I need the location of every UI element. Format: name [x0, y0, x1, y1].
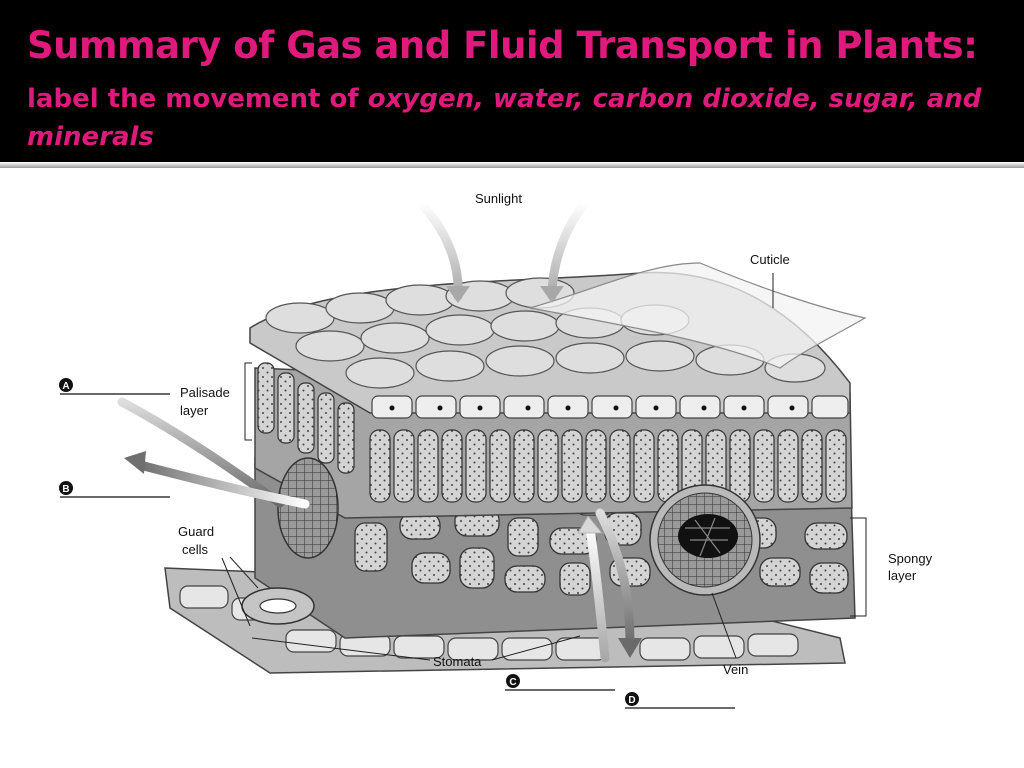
cuticle-label: Cuticle [750, 252, 790, 267]
marker-b: B [59, 481, 73, 495]
stomata-label: Stomata [433, 654, 482, 669]
guard-cells-stoma [242, 588, 314, 624]
sunlight-label: Sunlight [475, 191, 522, 206]
guard-cells-label-line2: cells [182, 542, 209, 557]
marker-a-label: A [62, 381, 69, 392]
marker-d: D [625, 692, 639, 706]
marker-c-label: C [509, 677, 516, 688]
palisade-label-line1: Palisade [180, 385, 230, 400]
marker-d-label: D [628, 695, 635, 706]
vein-vascular-bundle [650, 485, 760, 595]
slide-title: Summary of Gas and Fluid Transport in Pl… [27, 24, 977, 67]
palisade-label-line2: layer [180, 403, 209, 418]
marker-c: C [506, 674, 520, 688]
guard-cells-label-line1: Guard [178, 524, 214, 539]
slide-header: Summary of Gas and Fluid Transport in Pl… [0, 0, 1024, 162]
marker-b-label: B [62, 484, 69, 495]
subtitle-lead: label the movement of [27, 84, 359, 114]
leaf-cross-section-diagram: A B C D Sunlight Cuticle Palisade layer … [0, 168, 1024, 768]
spongy-label-line1: Spongy [888, 551, 933, 566]
slide-subtitle: label the movement of oxygen, water, car… [27, 80, 1007, 156]
marker-a: A [59, 378, 73, 392]
spongy-label-line2: layer [888, 568, 917, 583]
side-vein-bundle [278, 458, 338, 558]
vein-label: Vein [723, 662, 748, 677]
